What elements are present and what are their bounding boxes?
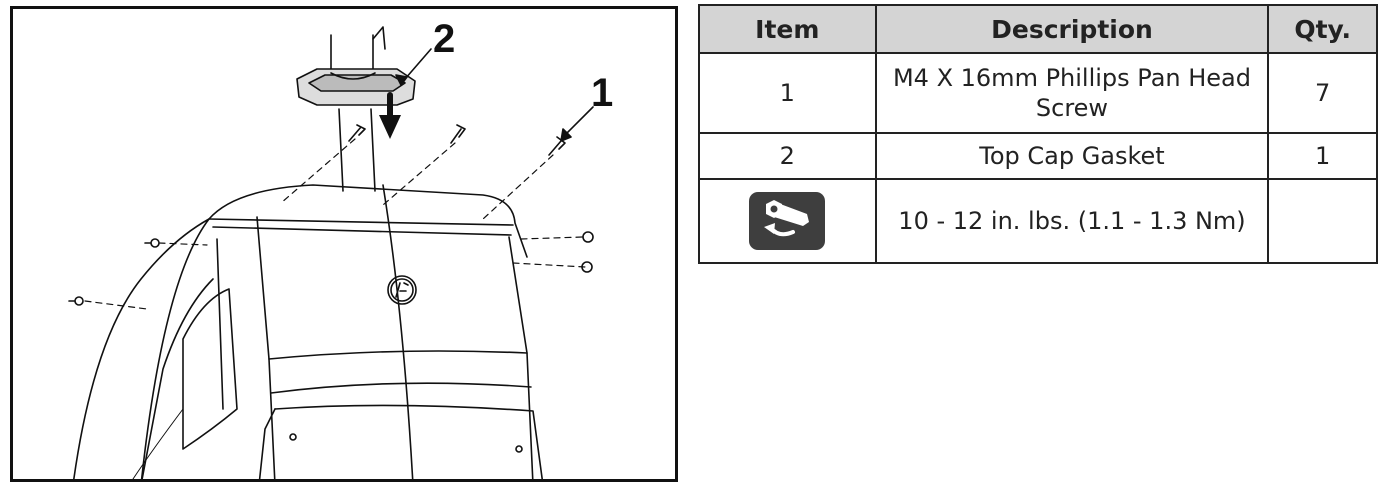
cell-qty: 1 xyxy=(1267,132,1378,180)
table-header-row: Item Description Qty. xyxy=(698,4,1378,54)
cell-item: 1 xyxy=(698,52,877,134)
callout-2: 2 xyxy=(433,17,456,61)
table-row: 2 Top Cap Gasket 1 xyxy=(698,132,1378,180)
assembly-illustration: 2 1 xyxy=(10,6,678,482)
torque-wrench-icon xyxy=(749,192,826,250)
table-row: 1 M4 X 16mm Phillips Pan Head Screw 7 xyxy=(698,52,1378,134)
table-row: 10 - 12 in. lbs. (1.1 - 1.3 Nm) xyxy=(698,178,1378,264)
header-qty: Qty. xyxy=(1267,4,1378,54)
callout-1: 1 xyxy=(591,71,614,115)
header-item: Item xyxy=(698,4,877,54)
cell-item: 2 xyxy=(698,132,877,180)
cell-qty xyxy=(1267,178,1378,264)
cell-item xyxy=(698,178,877,264)
parts-table: Item Description Qty. 1 M4 X 16mm Philli… xyxy=(698,4,1378,264)
cell-description: 10 - 12 in. lbs. (1.1 - 1.3 Nm) xyxy=(874,178,1270,264)
cell-qty: 7 xyxy=(1267,52,1378,134)
cell-description: Top Cap Gasket xyxy=(874,132,1270,180)
console-drawing xyxy=(68,26,594,479)
header-description: Description xyxy=(874,4,1270,54)
cell-description: M4 X 16mm Phillips Pan Head Screw xyxy=(874,52,1270,134)
